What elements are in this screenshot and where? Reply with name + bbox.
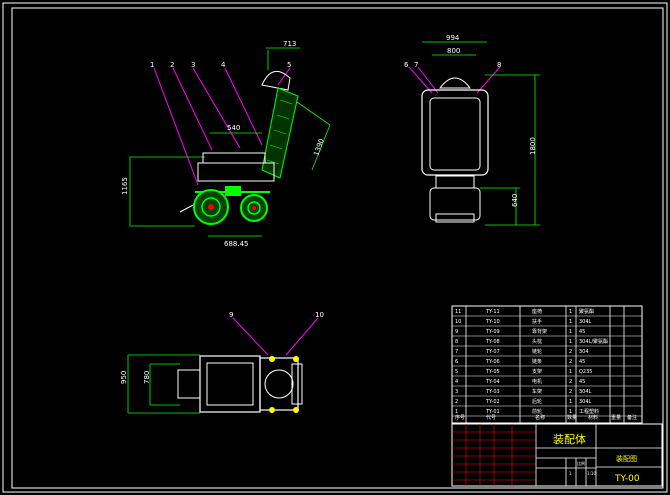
table-cell-qty: 1 [569,409,572,415]
scale-label: 比例 [577,460,585,466]
table-cell-qty: 1 [569,399,572,405]
header-qty: 数量 [567,414,577,421]
table-cell-qty: 1 [569,339,572,345]
header-code: 代号 [486,414,496,421]
front-dim-outer: 994 [446,34,460,42]
header-remark: 备注 [627,414,637,421]
table-cell-qty: 1 [569,329,572,335]
header-mat: 材料 [588,414,598,421]
table-cell-no: 10 [455,319,461,325]
table-cell-no: 1 [455,409,458,415]
table-cell-name: 头枕 [532,338,542,345]
table-cell-qty: 2 [569,379,572,385]
front-dim-lower: 640 [511,194,519,207]
table-cell-code: TY-03 [485,389,500,395]
table-cell-no: 9 [455,329,458,335]
scale-value: 1:10 [587,471,596,476]
side-dim-wheelbase: 688.45 [224,240,249,248]
table-cell-name: 扶手 [532,318,542,325]
table-cell-name: 靠背架 [532,328,547,335]
side-dim-top: 713 [283,40,296,48]
table-cell-mat: 45 [579,359,585,365]
table-cell-mat: 45 [579,379,585,385]
front-dim-height: 1800 [529,137,537,155]
top-dim-inner: 780 [143,371,151,384]
table-cell-mat: 45 [579,329,585,335]
table-cell-name: 座椅 [532,308,542,315]
table-cell-mat: 304L [579,399,592,405]
table-cell-name: 车架 [532,388,542,395]
table-cell-mat: 304L [579,389,592,395]
table-cell-code: TY-11 [485,309,500,315]
table-cell-no: 3 [455,389,458,395]
top-dim-outer: 950 [120,371,128,384]
front-label-8: 8 [497,61,501,69]
header-weight: 重量 [611,414,621,421]
side-label-5: 5 [287,61,291,69]
table-cell-no: 4 [455,379,458,385]
side-label-4: 4 [221,61,226,69]
table-cell-no: 11 [455,309,461,315]
side-label-3: 3 [191,61,195,69]
table-cell-code: TY-06 [485,359,500,365]
table-cell-name: 后轮 [532,398,542,405]
table-cell-mat: 工程塑料 [579,408,599,415]
table-cell-mat: 304L/聚氨酯 [579,338,608,345]
table-cell-qty: 1 [569,369,572,375]
table-cell-no: 8 [455,339,458,345]
title-text: 装配体 [553,432,586,446]
front-label-7: 7 [414,61,418,69]
header-name: 名称 [535,414,545,421]
table-cell-name: 支架 [532,368,542,375]
top-label-9: 9 [229,311,233,319]
side-label-2: 2 [170,61,174,69]
table-cell-qty: 2 [569,359,572,365]
header-no: 序号 [455,414,465,421]
table-cell-qty: 2 [569,389,572,395]
table-cell-no: 6 [455,359,458,365]
table-cell-name: 电机 [532,378,542,385]
table-cell-mat: 304L [579,319,592,325]
drawing-number: TY-00 [614,474,640,484]
qty-value: 1 [569,471,572,476]
top-label-10: 10 [315,311,324,319]
table-cell-no: 2 [455,399,458,405]
table-cell-mat: Q235 [579,369,592,375]
table-cell-no: 7 [455,349,458,355]
table-cell-code: TY-07 [485,349,500,355]
table-cell-qty: 2 [569,349,572,355]
table-cell-qty: 1 [569,319,572,325]
table-cell-name: 链条 [532,358,542,365]
school-text: 装配图 [616,454,637,463]
top-view: 9 10 950 780 [120,311,324,414]
side-view: 1 2 3 4 5 713 540 1390 1165 688.45 [121,40,331,248]
front-label-6: 6 [404,61,409,69]
side-dim-seat: 540 [227,124,240,132]
table-cell-code: TY-04 [485,379,500,385]
table-cell-qty: 1 [569,309,572,315]
table-cell-code: TY-01 [485,409,500,415]
table-cell-code: TY-02 [485,399,500,405]
table-cell-mat: 304 [579,349,589,355]
side-dim-height: 1165 [121,177,129,195]
table-cell-no: 5 [455,369,458,375]
table-cell-name: 链轮 [532,348,542,355]
table-cell-code: TY-08 [485,339,500,345]
inner-frame [11,7,664,489]
table-cell-code: TY-10 [485,319,500,325]
front-dim-inner: 800 [447,47,460,55]
front-view: 6 7 8 994 800 1800 640 [404,34,540,226]
table-cell-code: TY-09 [485,329,500,335]
title-block: 装配体 装配图 TY-00 比例 1 1:10 [451,423,663,487]
table-cell-mat: 聚氨酯 [579,308,594,315]
table-cell-name: 前轮 [532,408,542,415]
table-cell-code: TY-05 [485,369,500,375]
side-label-1: 1 [150,61,154,69]
